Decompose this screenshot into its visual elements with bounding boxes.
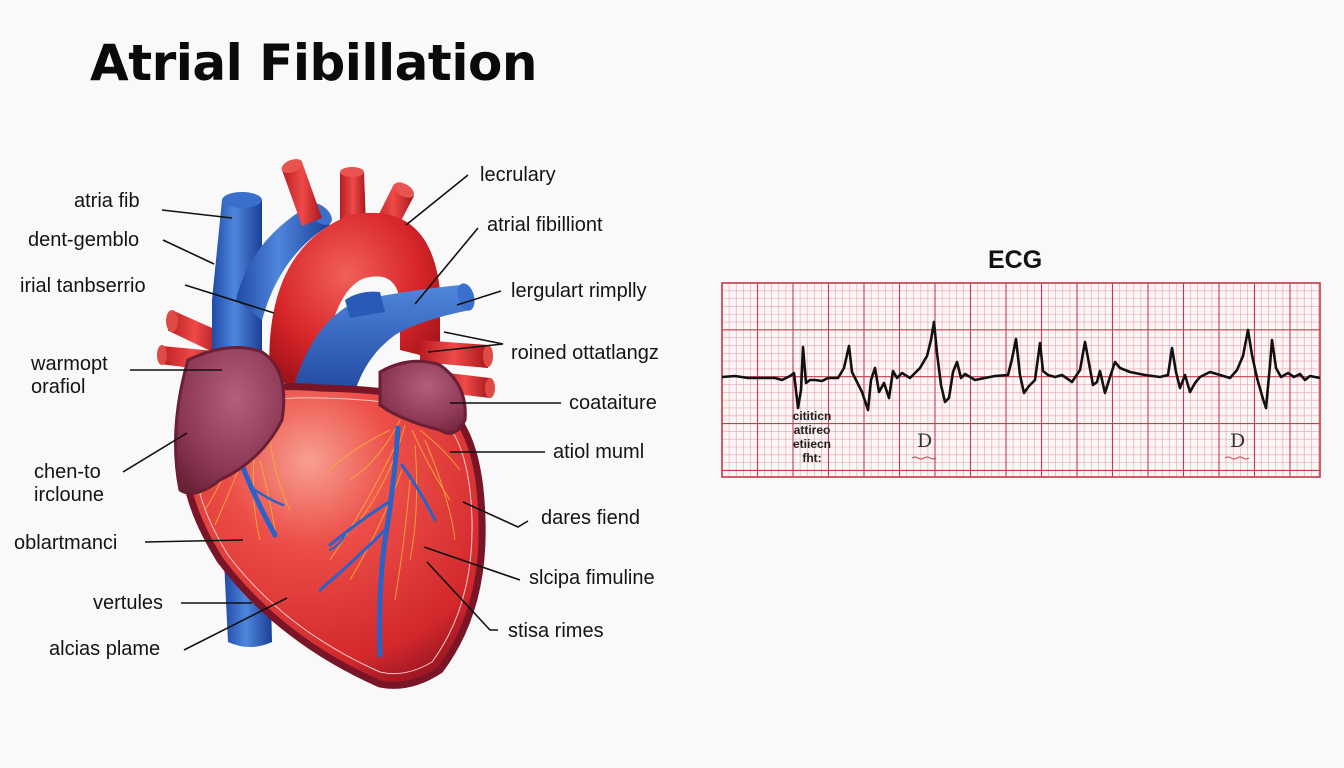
left-label: vertules [93,592,164,614]
ecg-annotation: cititicn attireo etiiecn fht: [792,409,832,465]
marker-squiggle [1224,456,1250,460]
right-label: stisa rimes [508,620,604,642]
page-title: Atrial Fibillation [90,34,537,92]
ventricles [180,383,486,689]
right-label: roined ottatlangz [511,342,659,364]
right-label: atrial fibilliont [487,214,603,236]
left-label: warmopt orafiol [31,353,108,398]
leader-lines [122,174,561,651]
left-label: irial tanbserrio [20,275,146,297]
ecg-title: ECG [988,246,1043,274]
ecg-marker: D [917,430,933,452]
right-label: atiol muml [553,441,645,463]
left-label: chen-to ircloune [34,461,105,506]
right-label: slcipa fimuline [529,567,655,589]
left-label: dent-gemblo [28,229,140,251]
left-atrium [378,359,467,435]
left-label: alcias plame [49,638,161,660]
right-atrium [174,346,286,495]
marker-squiggle [911,456,937,460]
ecg-marker: D [1230,430,1246,452]
left-label: oblartmanci [14,532,118,554]
left-label: atria fib [74,190,140,212]
right-label: lergulart rimplly [511,280,647,302]
ecg-trace [721,320,1321,412]
right-label: dares fiend [541,507,640,529]
right-label: coataiture [569,392,657,414]
right-label: lecrulary [480,164,556,186]
